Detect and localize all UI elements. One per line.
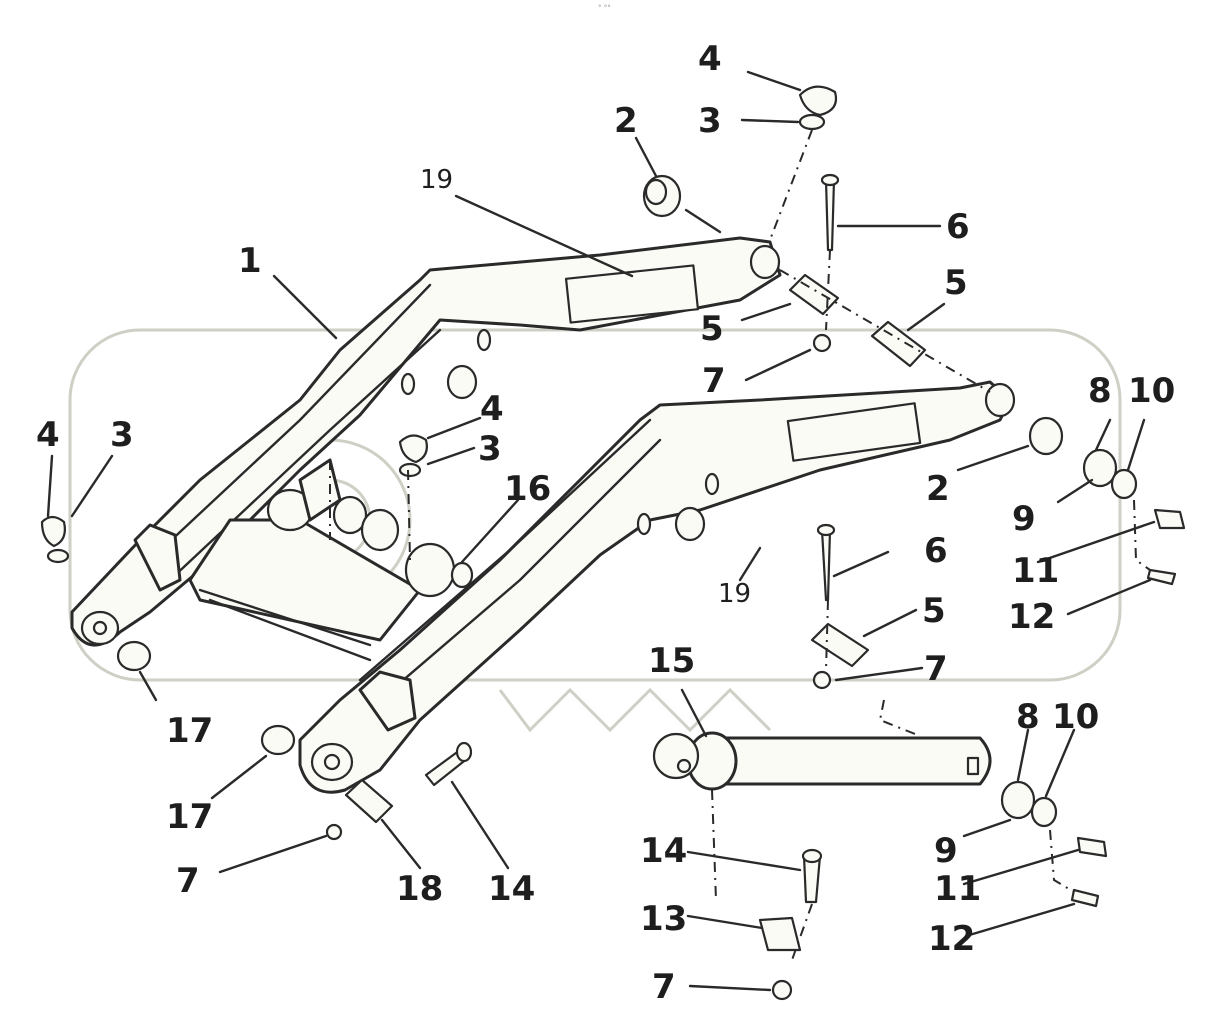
callout-14-bottom: 14	[640, 831, 687, 871]
callout-7-top: 7	[702, 361, 726, 401]
callout-5-left: 5	[700, 309, 724, 349]
callout-8-lower: 8	[1016, 697, 1040, 737]
callout-4-center: 4	[480, 389, 504, 429]
callout-16: 16	[504, 469, 551, 509]
callout-9-right: 9	[1012, 499, 1036, 539]
callout-8-right: 8	[1088, 371, 1112, 411]
callout-2-right: 2	[926, 469, 950, 509]
callout-7-bottom: 7	[652, 967, 676, 1007]
callout-13: 13	[640, 899, 687, 939]
callout-5-right: 5	[944, 263, 968, 303]
callout-15: 15	[648, 641, 695, 681]
callout-17-left: 17	[166, 711, 213, 751]
callout-3-center: 3	[478, 429, 502, 469]
callout-17-center: 17	[166, 797, 213, 837]
callout-14-left: 14	[488, 869, 535, 909]
callout-4-top: 4	[698, 39, 722, 79]
callout-6-top: 6	[946, 207, 970, 247]
callout-3-top: 3	[698, 101, 722, 141]
leader-lines	[46, 70, 1156, 992]
callout-4-left: 4	[36, 415, 60, 455]
callout-10-right: 10	[1128, 371, 1175, 411]
callout-2-top: 2	[614, 101, 638, 141]
left-boom-arm	[70, 236, 782, 647]
image-caption: ° °°	[598, 4, 611, 12]
callout-9-lower: 9	[934, 831, 958, 871]
callout-labels: 4 3 2 19 1 6 5 5 7 8 10 2 9 11 12 4 3 4 …	[36, 39, 1175, 1007]
callout-18: 18	[396, 869, 443, 909]
callout-11-lower: 11	[934, 869, 981, 909]
right-boom-arm	[298, 380, 1016, 794]
callout-19-top: 19	[420, 165, 453, 195]
callout-12-lower: 12	[928, 919, 975, 959]
alignment-lines	[329, 129, 1151, 961]
callout-1: 1	[238, 241, 262, 281]
callout-3-left: 3	[110, 415, 134, 455]
callout-7-lower-left: 7	[176, 861, 200, 901]
callout-10-lower: 10	[1052, 697, 1099, 737]
callout-6-middle: 6	[924, 531, 948, 571]
callout-7-middle: 7	[924, 649, 948, 689]
callout-5-middle: 5	[922, 591, 946, 631]
callout-11-right: 11	[1012, 551, 1059, 591]
cross-tube	[188, 458, 474, 662]
small-parts	[40, 85, 1186, 1001]
callout-12-right: 12	[1008, 597, 1055, 637]
hydraulic-cylinder	[652, 731, 992, 791]
callout-19-bottom: 19	[718, 579, 751, 609]
